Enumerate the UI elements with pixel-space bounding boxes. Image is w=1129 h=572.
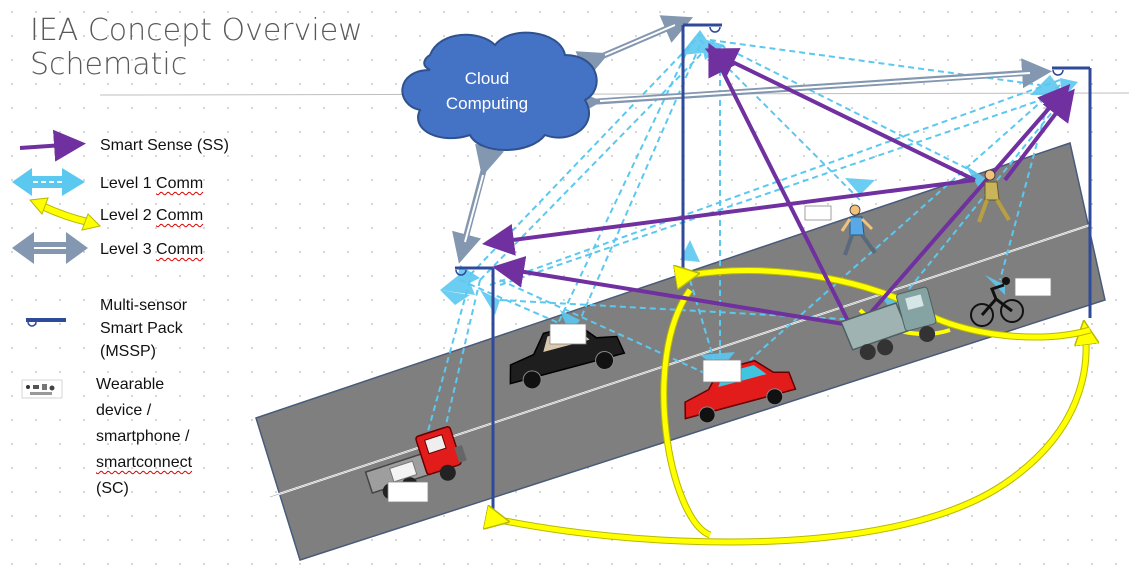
- title-line-2: Schematic: [30, 47, 188, 82]
- cyclist: [970, 277, 1024, 327]
- legend-sc-label: Wearable device / smartphone / smartconn…: [96, 376, 193, 497]
- legend-level3-label: Level 3 Comm: [100, 241, 204, 258]
- legend-mssp-label: Multi-sensor Smart Pack (MSSP): [100, 297, 188, 360]
- legend-smart-sense-label: Smart Sense (SS): [100, 137, 229, 154]
- cloud-label-line1: Cloud: [465, 69, 509, 88]
- legend-smart-sense-arrow: [19, 129, 86, 162]
- light-pole-middle: [681, 23, 722, 282]
- pedestrian-olive: [977, 169, 1011, 223]
- legend-level3-arrow: [12, 232, 88, 264]
- legend-sc-icon: [21, 379, 63, 399]
- red-car: [684, 359, 797, 424]
- pedestrian-blue: [840, 204, 877, 256]
- cloud-label-line2: Computing: [446, 94, 528, 113]
- cloud-computing: Cloud Computing: [401, 31, 598, 151]
- legend-level1-label: Level 1 Comm: [100, 175, 204, 192]
- smart-sense-links: [482, 42, 1075, 327]
- slide-title: IEA Concept Overview Schematic: [30, 14, 363, 82]
- legend-level2-label: Level 2 Comm: [100, 207, 204, 224]
- legend-mssp-icon: [26, 318, 66, 327]
- title-underline: [99, 92, 1129, 96]
- legend-level1-arrow: [12, 168, 85, 196]
- sc-device-badges: [387, 205, 1052, 503]
- title-line-1: IEA Concept Overview: [30, 13, 363, 48]
- light-pole-right: [1052, 66, 1092, 318]
- grey-dump-truck: [840, 286, 937, 360]
- legend-level2-arrow: [29, 197, 101, 231]
